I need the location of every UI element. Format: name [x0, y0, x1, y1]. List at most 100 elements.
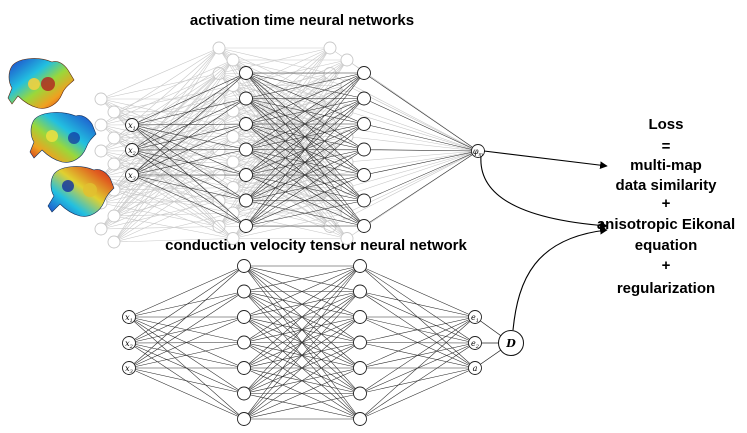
- network-edge: [329, 73, 479, 152]
- network-node: [94, 144, 108, 158]
- network-edge: [359, 316, 476, 394]
- network-edge: [363, 72, 479, 152]
- network-node: [226, 104, 240, 118]
- network-node: [237, 310, 251, 324]
- network-edge: [128, 367, 245, 420]
- network-edge: [245, 72, 365, 125]
- network-edge: [128, 265, 245, 318]
- network-node: [239, 142, 253, 157]
- network-node: [340, 232, 354, 245]
- network-node: [237, 335, 251, 350]
- network-node: [122, 336, 136, 350]
- network-node: [340, 130, 354, 143]
- network-edge: [113, 59, 234, 243]
- network-node: [226, 206, 240, 220]
- network-edge: [131, 72, 247, 176]
- network-edge: [100, 47, 220, 100]
- conduction-output-label: a: [473, 364, 478, 373]
- network-edge: [128, 265, 245, 344]
- loss-line: multi-map: [630, 157, 702, 174]
- network-node: [239, 193, 253, 208]
- activation-output-label: φm: [473, 147, 484, 158]
- network-edge: [363, 149, 479, 152]
- network-node: [353, 310, 367, 324]
- network-edge: [245, 174, 365, 227]
- network-edge: [243, 316, 361, 420]
- network-edge: [113, 136, 234, 243]
- network-edge: [245, 200, 365, 227]
- tensor-node-label: D: [505, 337, 516, 350]
- network-node: [122, 310, 136, 324]
- network-node: [357, 66, 371, 80]
- network-edge: [113, 238, 234, 243]
- network-node: [239, 91, 253, 106]
- network-edge: [243, 342, 361, 420]
- network-edge: [359, 316, 476, 343]
- network-node: [357, 91, 371, 106]
- network-node: [94, 118, 108, 132]
- network-edge: [243, 265, 361, 420]
- network-node: [107, 157, 121, 171]
- network-node: [125, 168, 139, 182]
- network-edge: [245, 72, 365, 201]
- loss-line: =: [662, 138, 671, 155]
- network-edge: [113, 212, 234, 243]
- network-node: [353, 335, 367, 350]
- network-edge: [245, 123, 365, 227]
- network-node: [237, 386, 251, 401]
- heart-map-2-icon: [29, 112, 97, 163]
- network-edge: [363, 123, 479, 152]
- network-node: [212, 41, 226, 55]
- conduction-input-label: x2: [125, 339, 133, 350]
- network-edge: [131, 149, 247, 176]
- network-edge: [131, 123, 247, 176]
- network-edge: [363, 98, 479, 152]
- network-edge: [363, 150, 479, 176]
- heart-map-1-icon: [7, 58, 75, 109]
- network-node: [94, 92, 108, 106]
- network-edge: [243, 265, 361, 343]
- network-node: [468, 336, 482, 350]
- network-edge: [131, 72, 247, 126]
- network-node: [107, 131, 121, 145]
- network-edge: [100, 47, 220, 204]
- network-node: [357, 219, 371, 233]
- network-edge: [131, 72, 247, 151]
- network-node: [353, 412, 367, 426]
- conduction-input-label: x3: [125, 364, 133, 375]
- network-edge: [359, 291, 476, 318]
- activation-input-label: x3: [128, 171, 136, 182]
- network-edge: [243, 265, 361, 394]
- network-node: [468, 310, 482, 324]
- network-edge: [128, 342, 245, 369]
- network-edge: [131, 174, 247, 201]
- network-edge: [243, 291, 361, 420]
- network-edge: [243, 265, 361, 292]
- network-edge: [131, 174, 247, 227]
- network-edge: [128, 265, 245, 369]
- network-edge: [346, 136, 479, 152]
- activation-input-label: x2: [128, 146, 136, 157]
- network-node: [323, 41, 337, 55]
- network-edge: [131, 98, 247, 176]
- loss-line: data similarity: [616, 177, 718, 194]
- network-edge: [113, 85, 234, 243]
- network-node: [468, 361, 482, 375]
- network-edge: [359, 342, 476, 420]
- network-node: [357, 193, 371, 208]
- network-node: [226, 155, 240, 169]
- heart-map-3-icon: [47, 166, 115, 217]
- loss-line: +: [662, 257, 671, 274]
- network-node: [239, 168, 253, 182]
- network-edge: [329, 98, 479, 152]
- network-node: [226, 232, 240, 245]
- network-node: [226, 79, 240, 92]
- network-edge: [100, 226, 220, 230]
- network-edge: [245, 98, 365, 227]
- network-node: [122, 361, 136, 375]
- network-node: [226, 181, 240, 194]
- network-node: [340, 155, 354, 169]
